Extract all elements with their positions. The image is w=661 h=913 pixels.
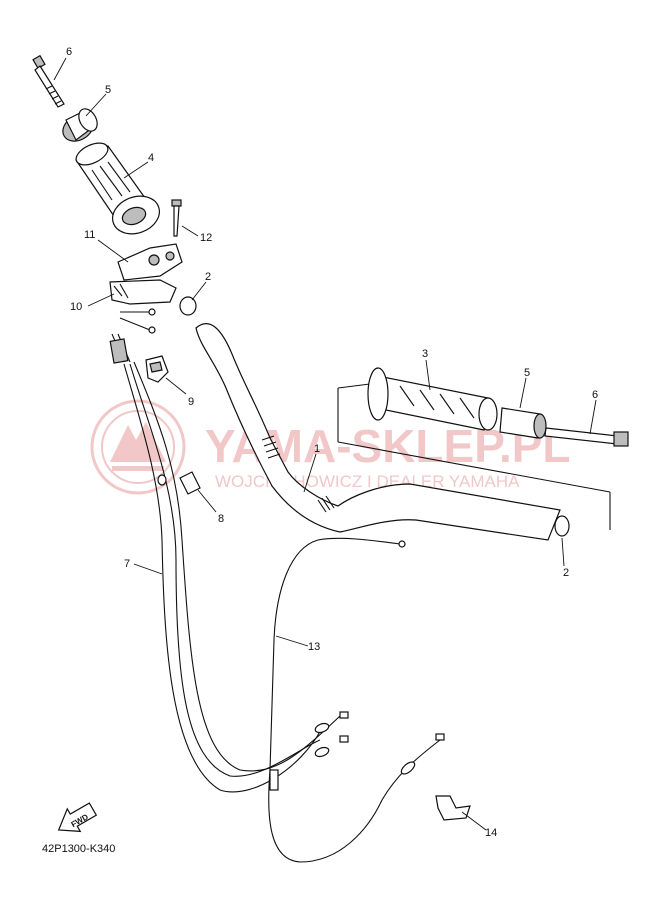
callout-13: 13: [308, 641, 320, 653]
callout-1: 1: [314, 443, 320, 455]
callout-11: 11: [84, 229, 95, 241]
part-11-housing-upper: [117, 243, 183, 281]
fwd-arrow-icon: FWD: [57, 802, 98, 833]
part-1-handlebar: [195, 323, 561, 541]
part-2-collar-lower: [554, 515, 570, 537]
watermark-subtitle: WOJCIECHOWICZ I DEALER YAMAHA: [215, 472, 520, 491]
part-12-screw: [171, 199, 182, 237]
part-14-holder: [435, 795, 471, 821]
callout-6-upper: 6: [66, 46, 72, 58]
part-8-clip: [179, 471, 201, 495]
part-10-housing-lower: [109, 279, 177, 305]
callout-2-lower: 2: [563, 567, 569, 579]
part-5-end-weight-left: [62, 108, 98, 142]
part-4-throttle-grip: [75, 142, 160, 235]
callout-labels: 6 5 4 12 11 2 10 9 3 5 6 1 8 2 7 13 14: [66, 46, 598, 839]
right-grip-inset-frame: [337, 383, 611, 530]
diagram-code: 42P1300-K340: [42, 843, 115, 855]
callout-2-upper: 2: [205, 271, 211, 283]
callout-3: 3: [422, 348, 428, 360]
part-13-clutch-cable: [268, 537, 445, 863]
callout-14: 14: [485, 827, 497, 839]
part-6-bolt-left: [32, 54, 65, 108]
part-9-clamp: [145, 355, 169, 383]
callout-4: 4: [148, 152, 154, 164]
callout-5-right: 5: [524, 367, 530, 379]
callout-12: 12: [200, 232, 212, 244]
callout-7: 7: [124, 558, 130, 570]
part-7-throttle-cables: [123, 361, 349, 793]
callout-5-upper: 5: [105, 84, 111, 96]
watermark-logo-icon: [90, 399, 186, 495]
throttle-cable-ends: [109, 308, 156, 364]
callout-9: 9: [188, 396, 194, 408]
leader-lines: [53, 57, 597, 831]
part-6-bolt-right: [544, 427, 629, 447]
part-3-grip: [367, 367, 498, 431]
part-5-end-weight-right: [499, 407, 547, 439]
callout-8: 8: [218, 513, 224, 525]
callout-10: 10: [70, 301, 82, 313]
callout-6-right: 6: [592, 389, 598, 401]
part-2-collar-upper: [179, 296, 197, 316]
